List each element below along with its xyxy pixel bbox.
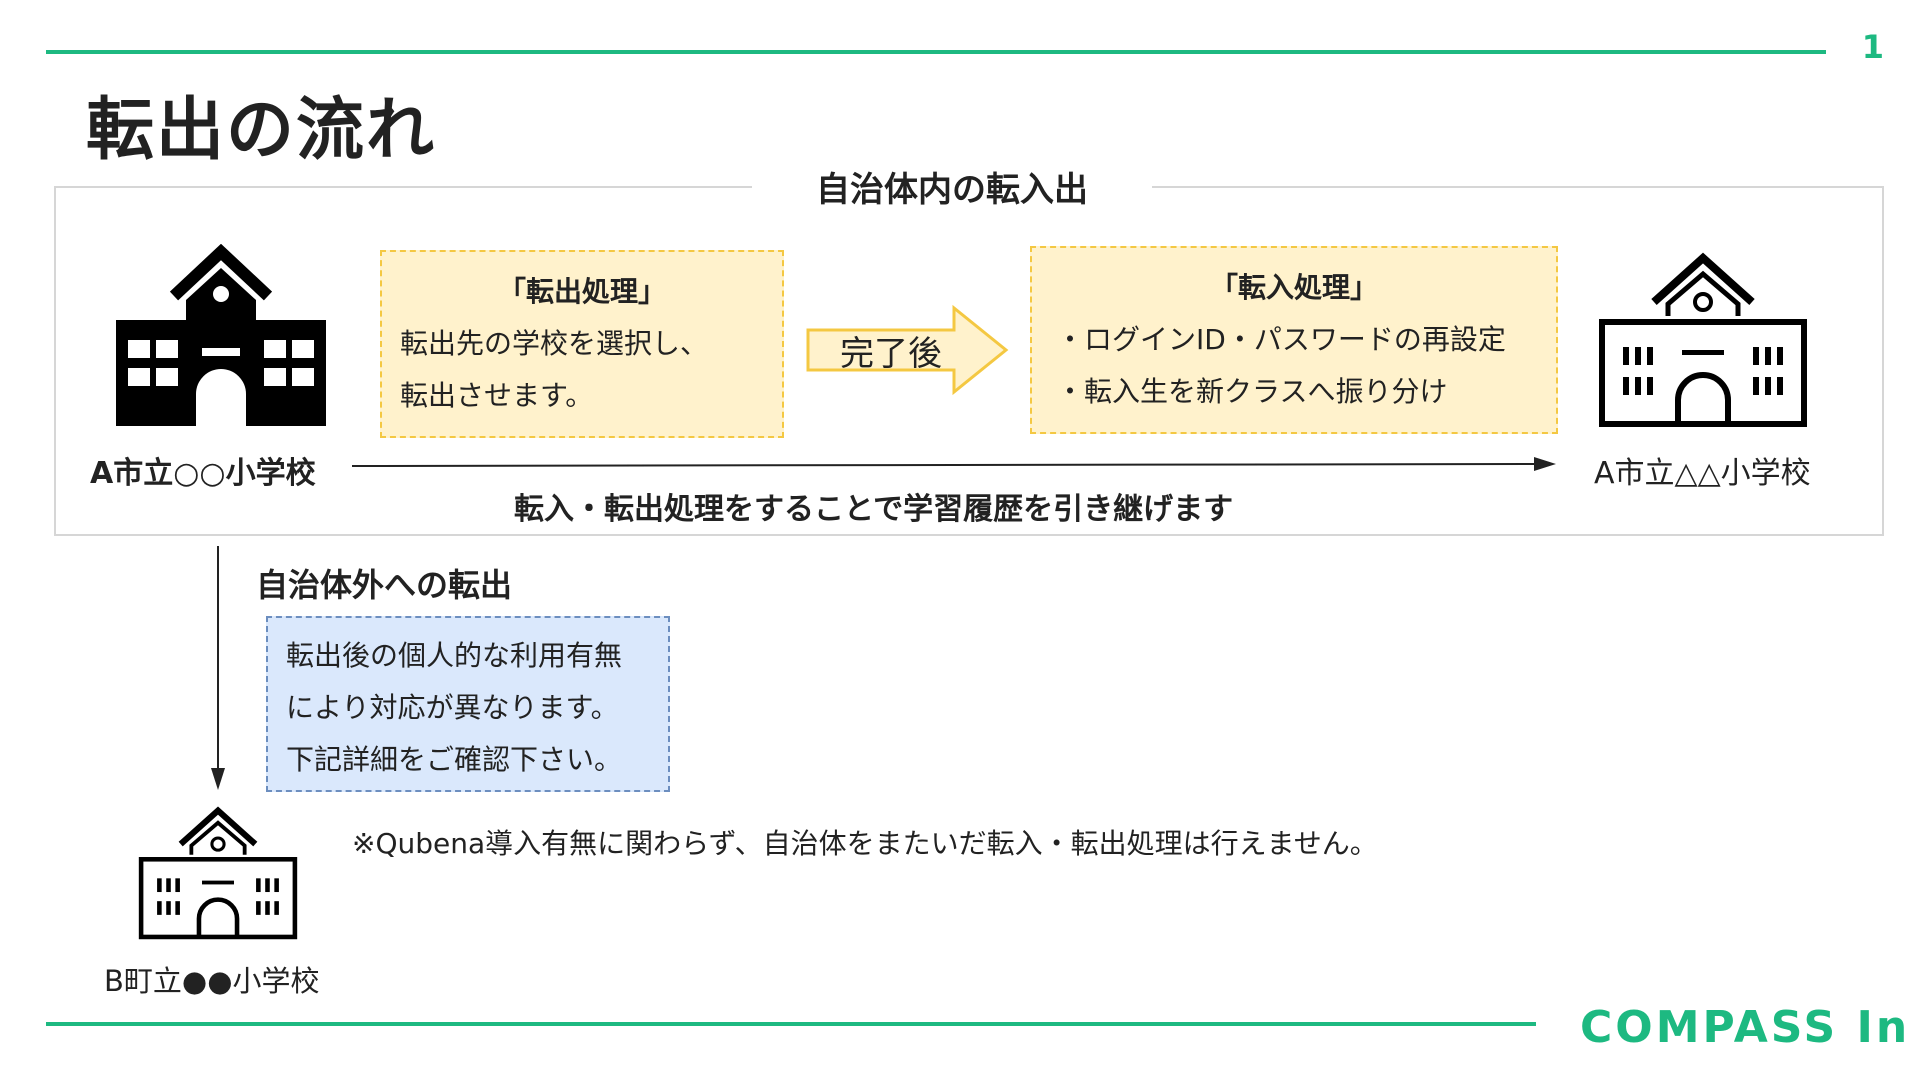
transfer-in-line-2: ・転入生を新クラスへ振り分け: [1056, 375, 1448, 408]
internal-flow-arrow: [351, 452, 1558, 476]
completion-arrow-label: 完了後: [840, 334, 942, 374]
transfer-in-box: 「転入処理」 ・ログインID・パスワードの再設定 ・転入生を新クラスへ振り分け: [1030, 246, 1558, 434]
completion-arrow: [806, 304, 1010, 396]
external-note: ※Qubena導入有無に関わらず、自治体をまたいだ転入・転出処理は行えません。: [352, 827, 1378, 860]
page-number: 1: [1861, 28, 1884, 66]
external-flow-arrow: [208, 546, 228, 790]
transfer-in-line-1: ・ログインID・パスワードの再設定: [1056, 323, 1506, 356]
school-building-outline-icon: [1598, 252, 1808, 428]
external-box-line-3: 下記詳細をご確認下さい。: [286, 743, 623, 776]
transfer-out-box: 「転出処理」 転出先の学校を選択し、 転出させます。: [380, 250, 784, 438]
transfer-out-line-2: 転出させます。: [400, 379, 594, 412]
transfer-out-line-1: 転出先の学校を選択し、: [400, 327, 709, 360]
flow-caption: 転入・転出処理をすることで学習履歴を引き継げます: [514, 492, 1234, 527]
company-logo: COMPASS Inc.: [1580, 1002, 1912, 1053]
school-building-filled-icon: [116, 243, 326, 426]
to-school-label: A市立△△小学校: [1594, 456, 1811, 491]
header-rule: [46, 50, 1826, 54]
destination-school-label: B町立●●小学校: [104, 964, 320, 998]
footer-rule: [46, 1022, 1536, 1026]
external-transfer-heading: 自治体外への転出: [256, 566, 513, 604]
from-school-label: A市立○○小学校: [90, 456, 316, 491]
external-box-line-2: により対応が異なります。: [286, 691, 619, 724]
transfer-in-heading: 「転入処理」: [1209, 271, 1378, 304]
school-building-small-outline-icon: [138, 806, 298, 940]
page-title: 転出の流れ: [86, 91, 437, 170]
external-box-line-1: 転出後の個人的な利用有無: [286, 639, 623, 672]
transfer-out-heading: 「転出処理」: [497, 275, 666, 308]
internal-transfer-heading: 自治体内の転入出: [816, 169, 1088, 210]
internal-transfer-heading-wrap: 自治体内の転入出: [752, 162, 1152, 210]
external-transfer-box: 転出後の個人的な利用有無 により対応が異なります。 下記詳細をご確認下さい。: [266, 616, 670, 792]
